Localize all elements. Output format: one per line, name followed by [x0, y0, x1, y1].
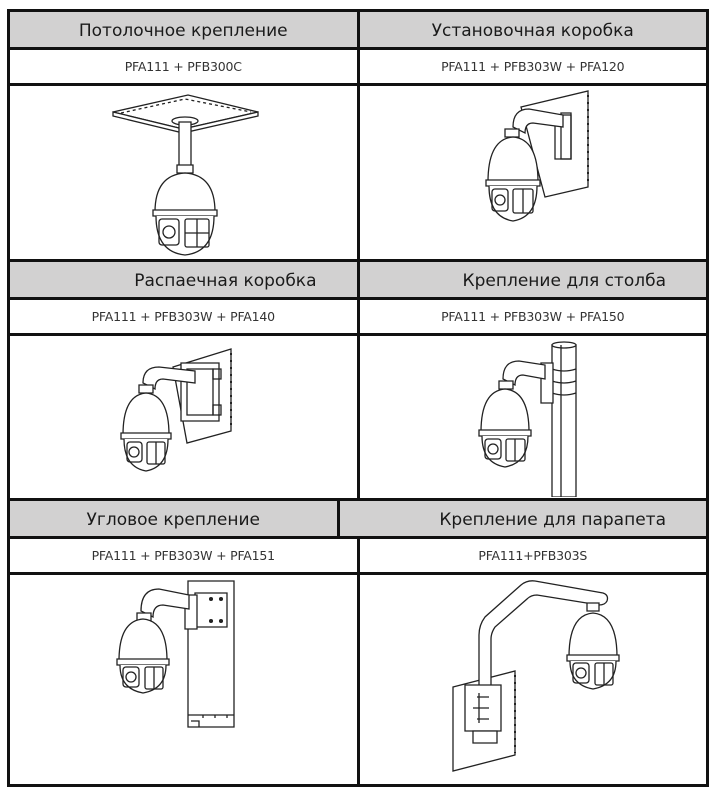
illustration-cell — [360, 336, 707, 498]
pole-mount-camera-icon — [463, 337, 603, 497]
mount-title-ceiling: Потолочное крепление — [10, 12, 360, 47]
table-illustration-row — [10, 575, 706, 784]
wall-mount-box-camera-icon — [463, 87, 603, 259]
parapet-mount-camera-icon — [423, 575, 643, 780]
mount-title-wall-box: Установочная коробка — [431, 20, 634, 41]
table-header-row: Потолочное крепление Установочная коробк… — [10, 12, 706, 50]
table-models-row: PFA111 + PFB303W + PFA151 PFA111+PFB303S — [10, 539, 706, 575]
table-illustration-row — [10, 336, 706, 501]
mount-title-pole: Крепление для столба — [462, 270, 666, 291]
mount-title-parapet: Крепление для парапета — [439, 509, 666, 530]
mount-models-corner: PFA111 + PFB303W + PFA151 — [10, 539, 360, 572]
table-models-row: PFA111 + PFB300C PFA111 + PFB303W + PFA1… — [10, 50, 706, 86]
table-header-row: Угловое крепление Крепление для парапета — [10, 501, 706, 539]
table-models-row: PFA111 + PFB303W + PFA140 PFA111 + PFB30… — [10, 300, 706, 336]
illustration-cell — [360, 575, 707, 784]
mount-title-corner: Угловое крепление — [10, 501, 340, 536]
ceiling-mount-camera-icon — [93, 87, 273, 259]
illustration-cell — [10, 336, 360, 498]
mount-models-pole: PFA111 + PFB303W + PFA150 — [441, 309, 625, 324]
illustration-cell — [10, 86, 360, 259]
table-header-row: Распаечная коробка Крепление для столба — [10, 262, 706, 300]
mount-title-junction-box: Распаечная коробка — [10, 262, 360, 297]
mount-models-ceiling: PFA111 + PFB300C — [10, 50, 360, 83]
table-illustration-row — [10, 86, 706, 262]
illustration-cell — [360, 86, 707, 259]
mount-models-junction-box: PFA111 + PFB303W + PFA140 — [10, 300, 360, 333]
mount-models-wall-box: PFA111 + PFB303W + PFA120 — [441, 59, 625, 74]
illustration-cell — [10, 575, 360, 784]
mount-options-table: Потолочное крепление Установочная коробк… — [7, 9, 709, 787]
junction-box-camera-icon — [103, 337, 263, 497]
corner-mount-camera-icon — [103, 575, 263, 775]
mount-models-parapet: PFA111+PFB303S — [478, 548, 588, 563]
